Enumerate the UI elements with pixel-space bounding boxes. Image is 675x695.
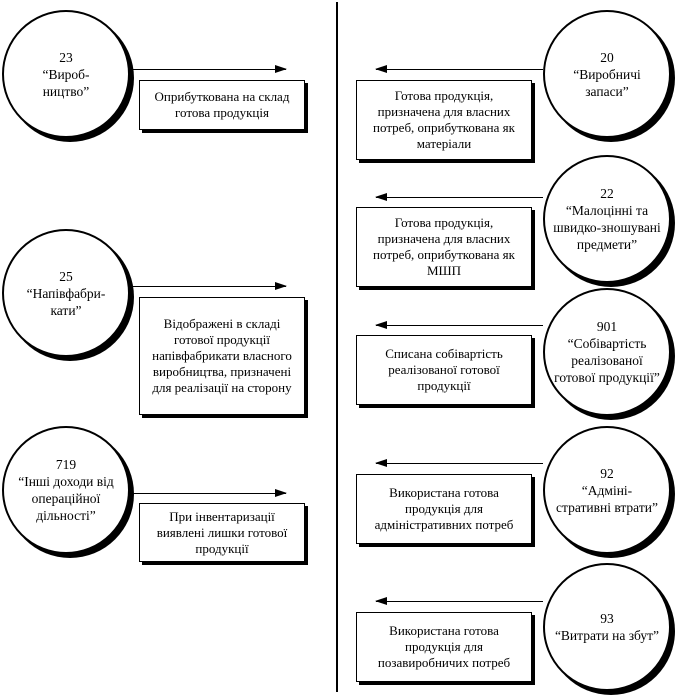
account-number: 25 [59, 268, 73, 284]
account-number: 20 [600, 49, 614, 65]
entry-box: При інвентаризації виявлені лишки готово… [139, 503, 305, 562]
entry-box: Використана готова продукція для позавир… [356, 612, 532, 682]
account-name: “Напівфабри- кати” [26, 285, 106, 318]
flow-arrow [375, 459, 543, 467]
account-name: “Виробничі запаси” [573, 66, 641, 99]
account-circle-93: 93 “Витрати на збут” [543, 563, 671, 691]
account-name: “Собівартість реалізованої готової проду… [554, 336, 660, 385]
entry-box: Відображені в складі готової продукції н… [139, 297, 305, 415]
flow-arrow [130, 282, 287, 290]
account-circle-22: 22 “Малоцінні та швидко-зношувані предме… [543, 155, 671, 283]
flow-arrow [130, 65, 287, 73]
account-circle-719: 719 “Інші доходи від операційної дільнос… [2, 426, 130, 554]
account-number: 92 [600, 465, 614, 481]
account-name: “Витрати на збут” [554, 628, 660, 643]
entry-box: Списана собівартість реалізованої готово… [356, 335, 532, 405]
center-divider [336, 2, 338, 692]
account-number: 901 [596, 319, 618, 334]
account-name: “Вироб- ництво” [42, 66, 90, 99]
entry-box: Готова продукція, призначена для власних… [356, 207, 532, 287]
account-name: “Інші доходи від операційної дільності” [18, 474, 114, 523]
flow-arrow [130, 489, 287, 497]
account-name: “Адміні- стративні втрати” [556, 482, 658, 515]
account-number: 93 [600, 611, 614, 626]
account-circle-92: 92 “Адміні- стративні втрати” [543, 426, 671, 554]
account-circle-25: 25 “Напівфабри- кати” [2, 229, 130, 357]
flow-arrow [375, 597, 543, 605]
account-circle-20: 20 “Виробничі запаси” [543, 10, 671, 138]
account-number: 719 [55, 457, 77, 472]
entry-box: Готова продукція, призначена для власних… [356, 80, 532, 160]
account-circle-901: 901 “Собівартість реалізованої готової п… [543, 288, 671, 416]
entry-box: Оприбуткована на склад готова продукція [139, 80, 305, 130]
account-number: 22 [600, 186, 614, 201]
account-name: “Малоцінні та швидко-зношувані предмети” [553, 203, 661, 252]
flow-arrow [375, 321, 543, 329]
flow-arrow [375, 193, 543, 201]
account-circle-23: 23 “Вироб- ництво” [2, 10, 130, 138]
account-number: 23 [59, 49, 73, 65]
entry-box: Використана готова продукція для адмініс… [356, 474, 532, 544]
flow-arrow [375, 65, 543, 73]
